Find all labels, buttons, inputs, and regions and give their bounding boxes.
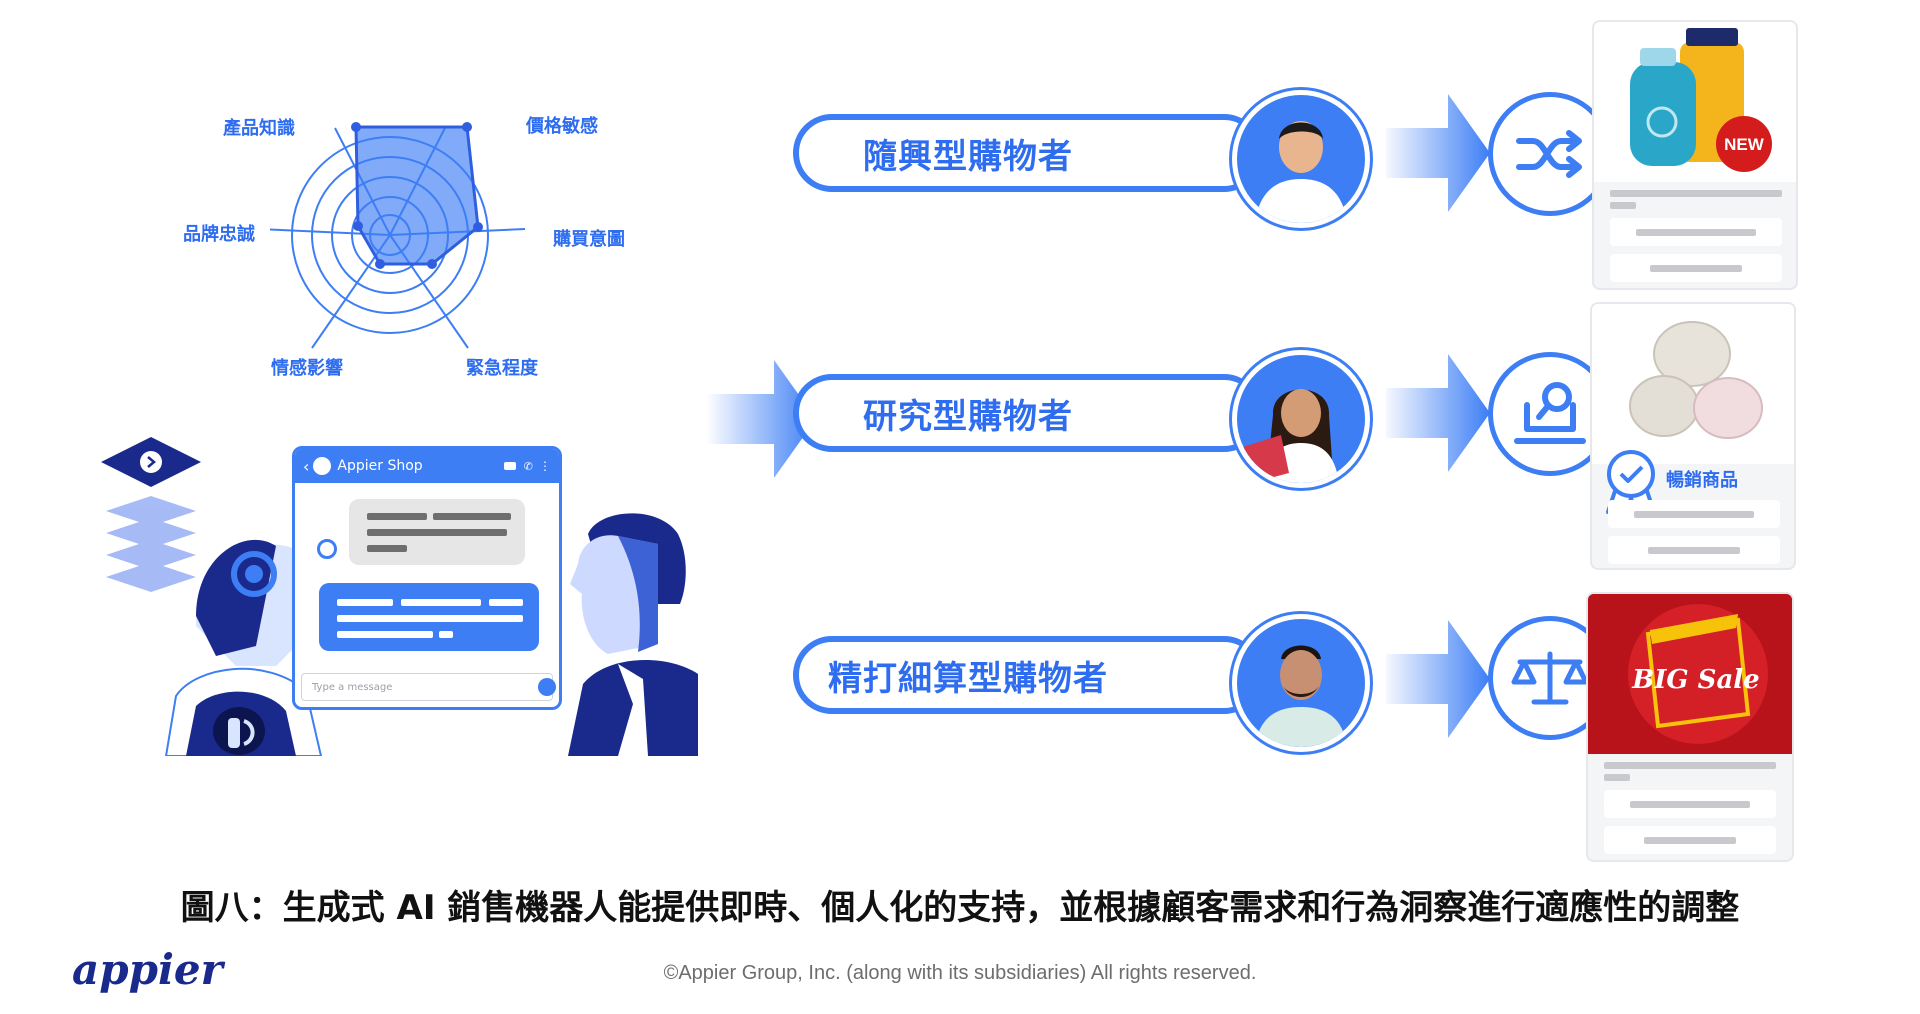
shopper-type-pill-research: 研究型購物者 — [793, 374, 1263, 452]
radar-label-product-knowledge: 產品知識 — [223, 118, 295, 139]
shop-avatar — [313, 457, 332, 475]
entry-arrow — [706, 360, 816, 478]
businessman-illustration — [568, 513, 698, 756]
radar-label-purchase-intent: 購買意圖 — [553, 229, 625, 250]
chat-window: ‹ Appier Shop ✆ ⋮ Type a message — [292, 446, 562, 710]
flow-arrow — [1386, 94, 1490, 212]
robot-illustration — [164, 539, 323, 756]
sale-banner-image: BIG Sale — [1588, 594, 1792, 754]
product-card-skincare[interactable]: 暢銷商品 — [1590, 302, 1796, 570]
flow-arrow — [1386, 620, 1490, 738]
best-seller-label: 暢銷商品 — [1666, 470, 1738, 491]
new-badge: NEW — [1724, 135, 1765, 154]
shopper-avatar-impulse — [1232, 90, 1370, 228]
radar-chart — [270, 122, 526, 349]
sale-badge-text: BIG Sale — [1631, 665, 1759, 695]
data-layers-icon — [101, 437, 201, 592]
appier-logo: appier — [72, 945, 223, 994]
shopper-type-label: 研究型購物者 — [863, 396, 1073, 437]
product-card-sunscreen[interactable]: NEW — [1592, 20, 1798, 290]
product-card-sale[interactable]: BIG Sale — [1586, 592, 1794, 862]
radar-label-price-sensitivity: 價格敏感 — [526, 116, 598, 137]
more-menu-icon[interactable]: ⋮ — [539, 459, 551, 473]
message-input-placeholder: Type a message — [312, 681, 393, 693]
radar-label-brand-loyalty: 品牌忠誠 — [183, 224, 255, 245]
video-call-icon[interactable] — [503, 462, 516, 470]
copyright-notice: ©Appier Group, Inc. (along with its subs… — [663, 962, 1257, 984]
message-input[interactable]: Type a message — [301, 673, 556, 701]
shopper-type-label: 精打細算型購物者 — [828, 658, 1108, 699]
user-message-bubble — [319, 583, 539, 651]
bot-avatar-icon — [317, 539, 337, 559]
flow-arrow — [1386, 354, 1490, 472]
bot-message-bubble — [349, 499, 525, 565]
radar-label-urgency: 緊急程度 — [466, 358, 538, 379]
product-image-sunscreen: NEW — [1594, 22, 1796, 182]
shopper-type-pill-impulse: 隨興型購物者 — [793, 114, 1263, 192]
chat-header: ‹ Appier Shop ✆ ⋮ — [295, 449, 559, 483]
figure-caption: 圖八：生成式 AI 銷售機器人能提供即時、個人化的支持，並根據顧客需求和行為洞察… — [180, 888, 1740, 928]
shopper-avatar-research — [1232, 350, 1370, 488]
chat-shop-name: Appier Shop — [337, 458, 423, 474]
phone-call-icon[interactable]: ✆ — [523, 459, 533, 473]
product-image-skincare — [1592, 304, 1794, 464]
back-chevron-icon[interactable]: ‹ — [303, 456, 310, 476]
radar-label-emotional-influence: 情感影響 — [271, 358, 343, 379]
microphone-icon[interactable] — [538, 678, 556, 696]
shopper-type-pill-bargain: 精打細算型購物者 — [793, 636, 1263, 714]
shuffle-icon — [1488, 92, 1612, 216]
radar-polygon — [354, 125, 480, 266]
shopper-avatar-bargain — [1232, 614, 1370, 752]
shopper-type-label: 隨興型購物者 — [863, 136, 1073, 177]
